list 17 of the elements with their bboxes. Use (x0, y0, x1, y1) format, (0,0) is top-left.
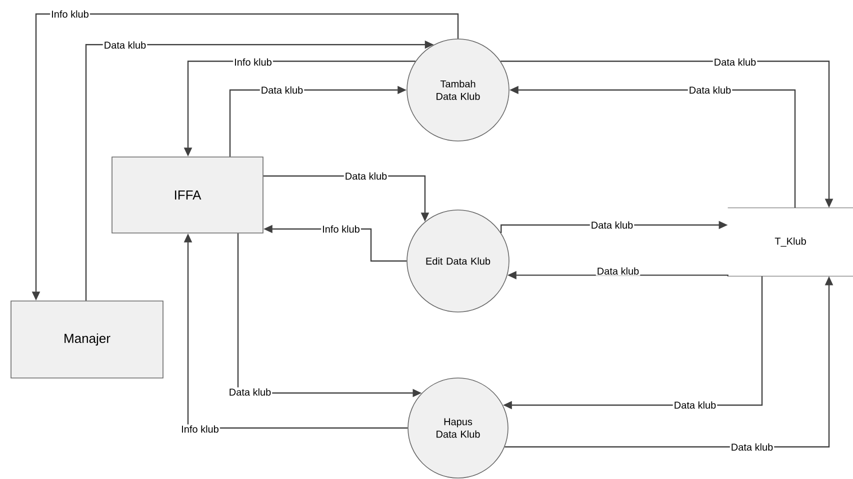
entity-box: IFFA (112, 156, 264, 234)
edge-label: Data klub (344, 171, 388, 181)
edge-label: Data klub (596, 266, 640, 276)
edge-label: Data klub (228, 387, 272, 397)
entity-box: Manajer (10, 300, 164, 378)
edge-label: Data klub (730, 442, 774, 452)
data-store: T_Klub (727, 207, 853, 277)
edge-label: Data klub (688, 85, 732, 95)
edge-label: Data klub (712, 57, 758, 67)
edge-label: Data klub (672, 400, 718, 410)
edge-label: Info klub (50, 9, 90, 19)
edge-label: Info klub (180, 424, 220, 434)
edge-label: Info klub (233, 57, 273, 67)
edge-label: Data klub (590, 220, 634, 230)
edge-label: Info klub (321, 224, 361, 234)
edge-label: Data klub (102, 40, 148, 50)
edge-label: Data klub (260, 85, 304, 95)
